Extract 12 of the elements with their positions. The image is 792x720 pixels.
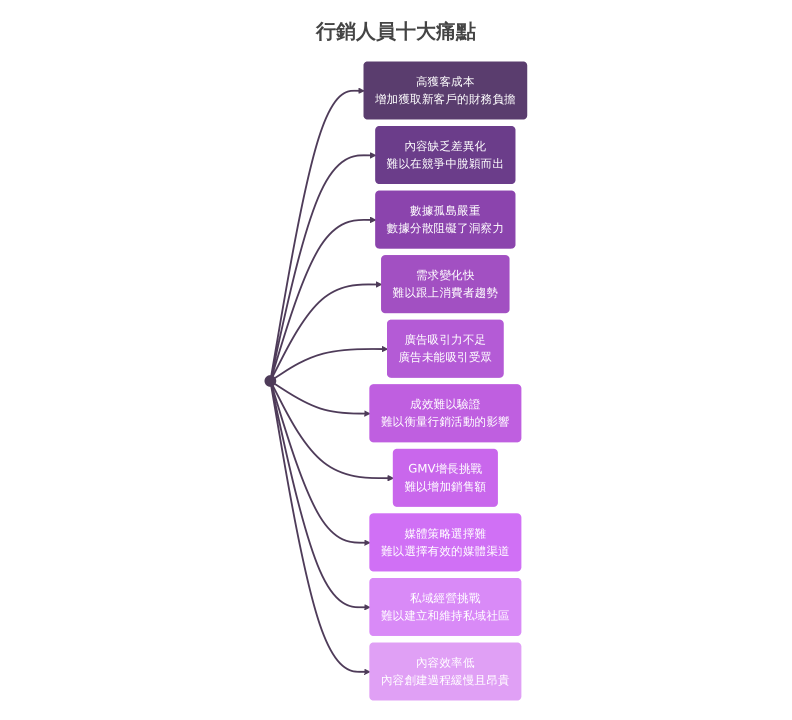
arrow: [272, 385, 394, 482]
arrow: [274, 346, 388, 379]
arrow: [272, 281, 382, 377]
arrow: [270, 386, 371, 610]
arrow: [270, 152, 376, 376]
arrow: [270, 386, 371, 676]
node-circle: [264, 375, 276, 387]
arrow: [270, 88, 365, 376]
arrow: [271, 386, 371, 546]
arrow: [271, 216, 376, 376]
arrow: [274, 383, 371, 417]
diagram-title: 行銷人員十大痛點: [314, 18, 477, 45]
